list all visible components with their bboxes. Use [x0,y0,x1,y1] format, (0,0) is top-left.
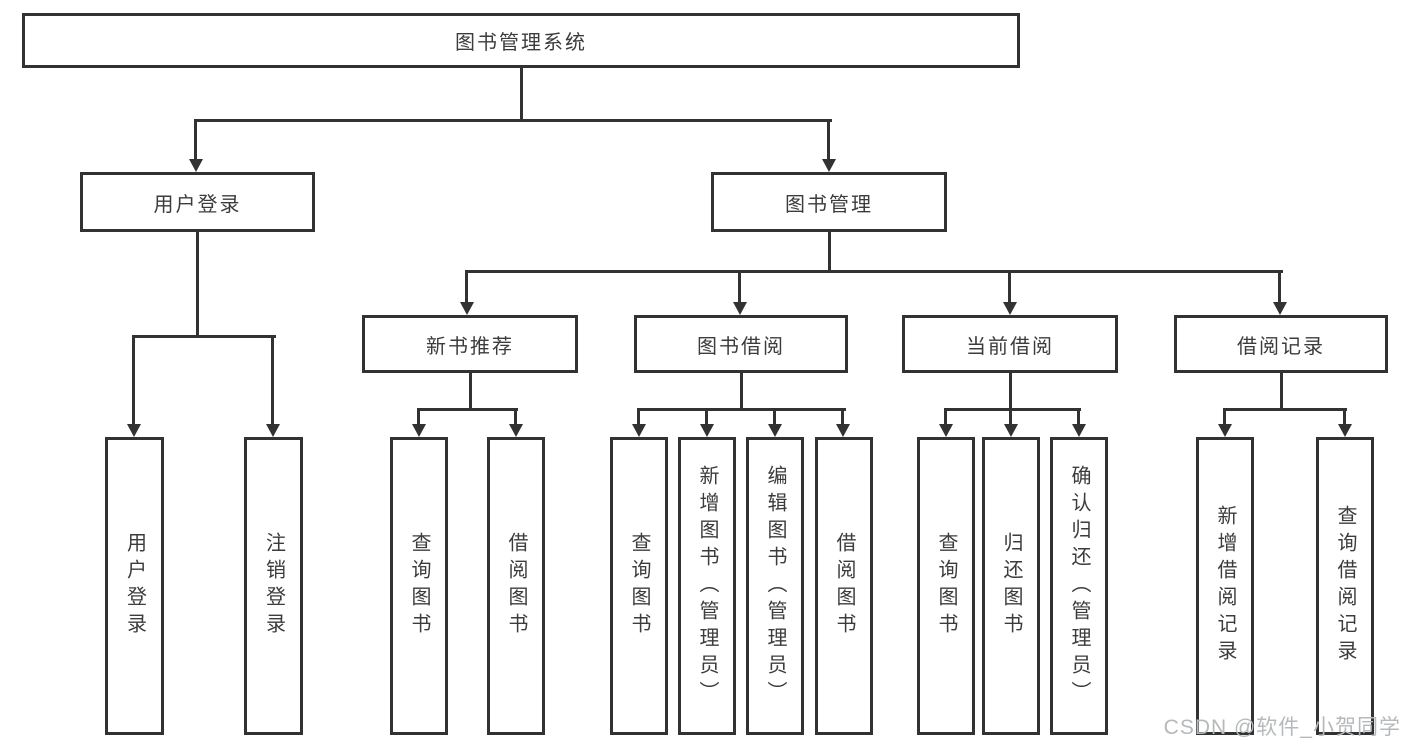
arrow-book-borrow-leaf-4 [836,408,850,437]
arrow-to-book-borrow [733,270,747,315]
connector-user-login-stem [196,232,199,335]
node-book-management: 图书管理 [711,172,947,232]
leaf-label: 用户登录 [123,532,146,640]
leaf-borrow-query: 查询图书 [610,437,668,735]
leaf-borrow-add-admin: 新增图书（管理员） [678,437,736,735]
leaf-label: 查询图书 [408,532,430,640]
connector-new-book-bar [418,408,518,411]
leaf-label: 新增借阅记录 [1214,505,1236,667]
leaf-record-query: 查询借阅记录 [1316,437,1374,735]
arrow-to-leaf-logout [266,335,280,437]
connector-borrow-record-stem [1280,373,1283,408]
connector-current-borrow-stem [1009,373,1012,408]
leaf-logout: 注销登录 [244,437,303,735]
leaf-new-book-borrow: 借阅图书 [487,437,545,735]
leaf-borrow-edit-admin: 编辑图书（管理员） [746,437,804,735]
arrow-book-borrow-leaf-2 [700,408,714,437]
node-borrow-record: 借阅记录 [1174,315,1388,373]
leaf-label: 确认归还（管理员） [1068,464,1090,708]
leaf-label: 归还图书 [1000,532,1022,640]
arrow-new-book-leaf-2 [509,408,523,437]
arrow-borrow-record-leaf-1 [1218,408,1232,437]
leaf-label: 查询图书 [628,532,650,640]
arrow-to-new-book [460,270,474,315]
arrow-to-borrow-record [1273,270,1287,315]
connector-level2-bar [466,270,1283,273]
arrow-current-borrow-leaf-3 [1072,408,1086,437]
connector-book-management-stem [828,232,831,270]
connector-user-login-bar [133,335,276,338]
node-book-borrow: 图书借阅 [634,315,848,373]
node-new-book-recommend: 新书推荐 [362,315,578,373]
leaf-label: 借阅图书 [833,532,855,640]
arrow-book-borrow-leaf-1 [632,408,646,437]
arrow-to-current-borrow [1003,270,1017,315]
leaf-label: 查询借阅记录 [1334,505,1356,667]
arrow-to-user-login [189,119,203,172]
arrow-book-borrow-leaf-3 [768,408,782,437]
csdn-watermark: CSDN @软件_小贺同学 [1163,716,1401,739]
connector-borrow-record-bar [1224,408,1347,411]
leaf-label: 查询图书 [935,532,957,640]
leaf-new-book-query: 查询图书 [390,437,448,735]
arrow-to-book-management [822,119,836,172]
connector-current-borrow-bar [945,408,1081,411]
leaf-current-return: 归还图书 [982,437,1040,735]
arrow-current-borrow-leaf-1 [939,408,953,437]
leaf-label: 新增图书（管理员） [696,464,718,708]
connector-book-borrow-stem [740,373,743,408]
node-root: 图书管理系统 [22,13,1020,68]
arrow-to-leaf-user-login [127,335,141,437]
leaf-current-confirm-admin: 确认归还（管理员） [1050,437,1108,735]
connector-book-borrow-bar [638,408,846,411]
leaf-label: 借阅图书 [505,532,527,640]
leaf-label: 编辑图书（管理员） [764,464,786,708]
leaf-user-login: 用户登录 [105,437,164,735]
connector-new-book-stem [469,373,472,408]
arrow-borrow-record-leaf-2 [1338,408,1352,437]
leaf-record-add: 新增借阅记录 [1196,437,1254,735]
node-current-borrow: 当前借阅 [902,315,1118,373]
leaf-borrow-book: 借阅图书 [815,437,873,735]
leaf-current-query: 查询图书 [917,437,975,735]
arrow-current-borrow-leaf-2 [1004,408,1018,437]
node-user-login: 用户登录 [80,172,315,232]
connector-level1-bar [195,119,832,122]
arrow-new-book-leaf-1 [412,408,426,437]
connector-root-stem [520,68,523,119]
leaf-label: 注销登录 [262,532,285,640]
